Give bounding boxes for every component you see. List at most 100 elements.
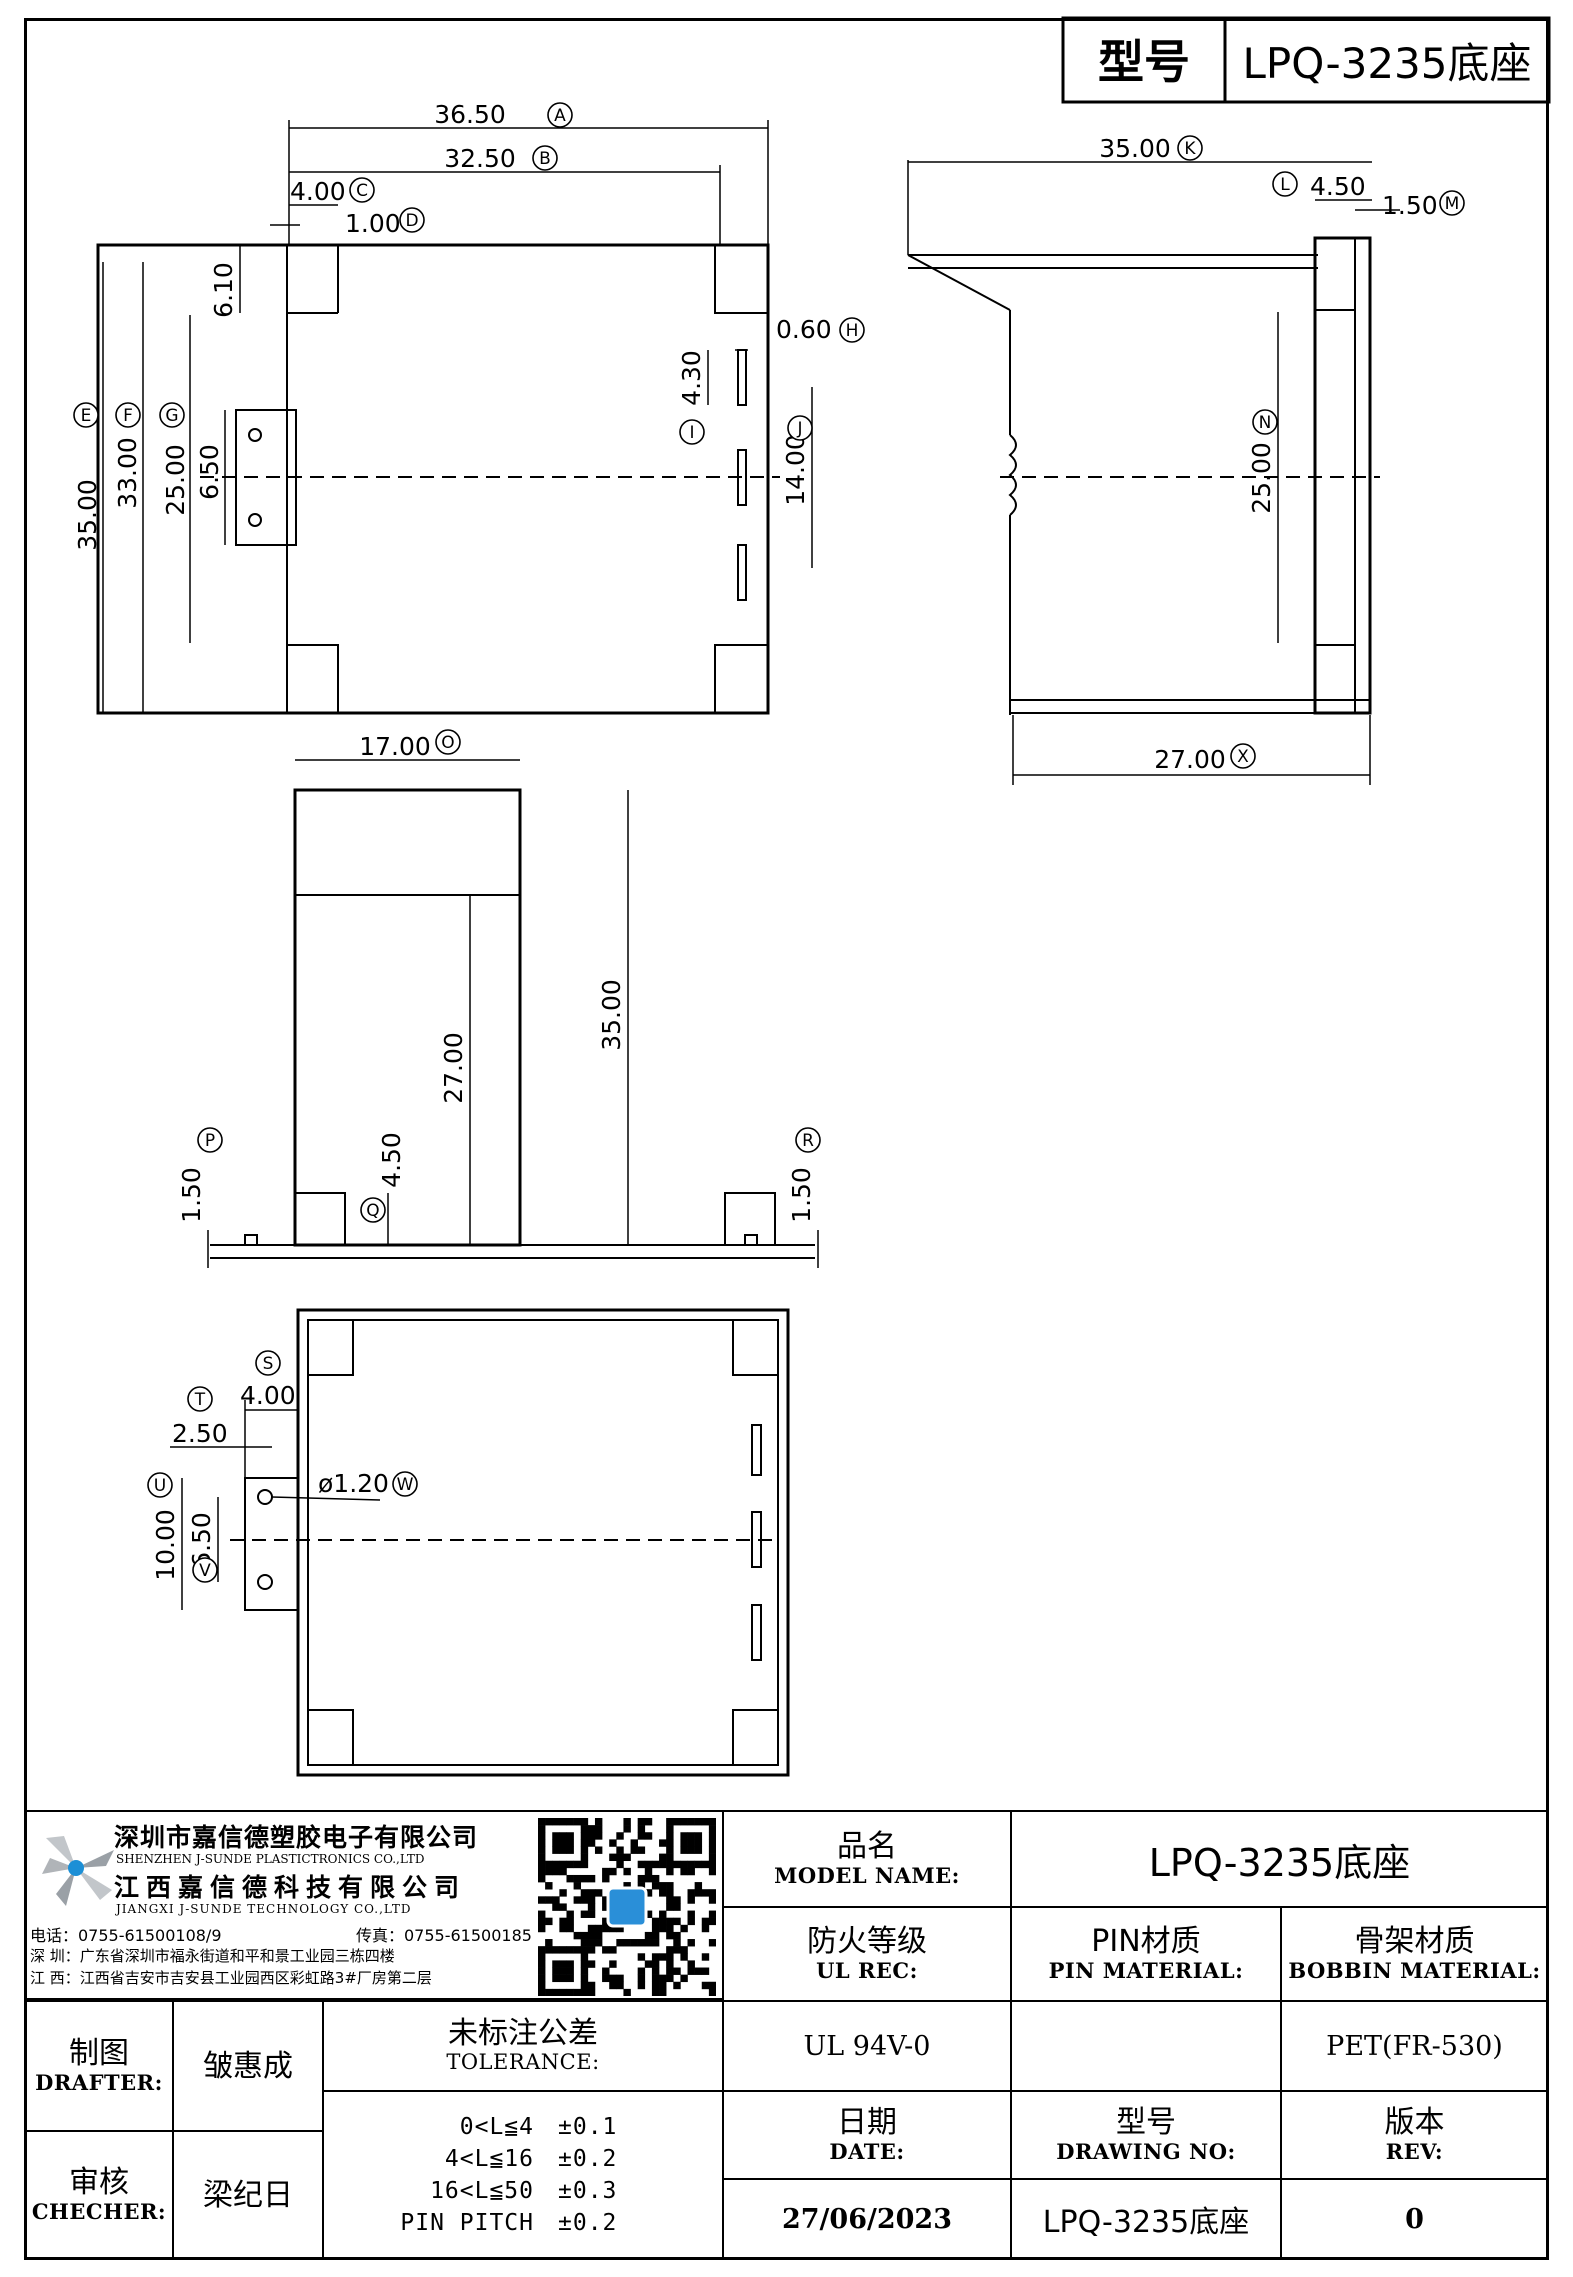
ref-circle-h	[839, 317, 865, 343]
dim-h27: 27.00	[439, 1032, 468, 1104]
tolerance-range: 4<L≦16	[444, 2146, 534, 2172]
ul-label-en: UL REC:	[816, 1957, 918, 1983]
company-name-en-1: SHENZHEN J-SUNDE PLASTICTRONICS CO.,LTD	[116, 1852, 425, 1866]
ref-letter-u: U	[154, 1476, 166, 1496]
tolerance-row: 16<L≦50±0.3	[354, 2178, 722, 2204]
ref-circle-f	[115, 402, 141, 428]
dim-X: 27.00	[1154, 745, 1226, 774]
checker-label-en: CHECHER:	[31, 2198, 167, 2224]
bobbin-label-cn: 骨架材质	[1354, 1923, 1475, 1959]
tolerance-value: ±0.2	[558, 2210, 618, 2236]
ref-letter-c: C	[356, 181, 368, 201]
header-model-label: 型号	[1098, 35, 1190, 89]
title-block: 深圳市嘉信德塑胶电子有限公司 SHENZHEN J-SUNDE PLASTICT…	[24, 1810, 1549, 2260]
ref-circle-a	[547, 102, 573, 128]
ref-letter-v: V	[199, 1561, 211, 1581]
drawing-label-cell: 型号 DRAWING NO:	[1010, 2090, 1282, 2180]
ref-circle-b	[532, 145, 558, 171]
ref-letter-o: O	[441, 733, 454, 753]
qr-code-icon	[538, 1818, 717, 1997]
ref-circle-p	[197, 1127, 223, 1153]
tolerance-value: ±0.1	[558, 2114, 618, 2140]
ref-letter-n: N	[1259, 413, 1272, 433]
company-address-jiangxi: 江 西：江西省吉安市吉安县工业园西区彩虹路3#厂房第二层	[30, 1969, 432, 1987]
dim-650: 6.50	[195, 444, 224, 500]
drafter-label-en: DRAFTER:	[35, 2069, 163, 2095]
dim-610: 6.10	[209, 262, 238, 318]
tolerance-range: 0<L≦4	[459, 2114, 534, 2140]
rev-label-en: REV:	[1385, 2138, 1444, 2164]
rev-value: 0	[1405, 2203, 1424, 2235]
header-model-box: 型号 LPQ-3235底座	[1061, 16, 1551, 104]
ref-letter-j: J	[796, 419, 802, 439]
ref-letter-i: I	[689, 423, 694, 443]
ref-circle-v	[192, 1557, 218, 1583]
tolerance-range: PIN PITCH	[400, 2210, 534, 2236]
bobbin-label-en: BOBBIN MATERIAL:	[1288, 1957, 1541, 1983]
drafter-label-cell: 制图 DRAFTER:	[24, 2000, 174, 2132]
ref-circle-n	[1252, 409, 1278, 435]
ref-circle-l	[1272, 171, 1298, 197]
dim-C: 4.00	[290, 177, 346, 206]
pin-label-en: PIN MATERIAL:	[1048, 1957, 1244, 1983]
ref-letter-w: W	[397, 1475, 414, 1495]
company-name-cn-2: 江西嘉信德科技有限公司	[114, 1873, 467, 1902]
dim-R: 1.50	[787, 1167, 816, 1223]
dim-B: 32.50	[444, 144, 516, 173]
company-logo-icon	[36, 1828, 116, 1908]
bottom-view: 4.00 2.50 ø1.20 10.00 6.50	[151, 1308, 790, 1777]
dim-S: 4.00	[240, 1381, 296, 1410]
ref-circle-t	[187, 1386, 213, 1412]
ref-circle-c	[349, 177, 375, 203]
ref-letter-m: M	[1445, 194, 1460, 214]
ref-letter-k: K	[1184, 139, 1196, 159]
date-value-cell: 27/06/2023	[722, 2178, 1012, 2260]
dim-U: 10.00	[151, 1509, 180, 1581]
dim-E: 35.00	[73, 479, 102, 551]
drawing-label-en: DRAWING NO:	[1056, 2138, 1236, 2164]
ref-letter-d: D	[405, 211, 418, 231]
dim-G: 25.00	[161, 444, 190, 516]
date-label-en: DATE:	[829, 2138, 905, 2164]
dim-N: 25.00	[1247, 442, 1276, 514]
ref-letter-g: G	[165, 406, 178, 426]
dim-F: 33.00	[113, 437, 142, 509]
ref-letter-e: E	[81, 406, 92, 426]
checker-name: 梁纪日	[203, 2177, 293, 2213]
rev-value-cell: 0	[1280, 2178, 1549, 2260]
ref-circle-s	[255, 1350, 281, 1376]
tolerance-row: 0<L≦4 ±0.1	[354, 2114, 722, 2140]
top-view: 36.50 32.50 4.00 1.00 35.00 33.00 25.00 …	[73, 100, 832, 715]
ul-label-cn: 防火等级	[807, 1923, 927, 1959]
ref-circle-w	[392, 1471, 418, 1497]
date-label-cell: 日期 DATE:	[722, 2090, 1012, 2180]
dim-J: 14.00	[781, 434, 810, 506]
dim-D: 1.00	[345, 209, 401, 238]
ref-letter-h: H	[846, 321, 859, 341]
ref-circle-i	[679, 419, 705, 445]
drafter-label-cn: 制图	[69, 2035, 129, 2071]
company-address-shenzhen: 深 圳：广东省深圳市福永街道和平和景工业园三栋四楼	[30, 1947, 395, 1965]
side-view: 35.00 4.50 1.50 25.00 27.00	[907, 134, 1438, 785]
drawing-value: LPQ-3235底座	[1042, 2205, 1250, 2240]
dim-H: 0.60	[776, 315, 832, 344]
dim-Q: 4.50	[377, 1132, 406, 1188]
ref-circle-o	[435, 729, 461, 755]
ref-letter-p: P	[205, 1131, 215, 1151]
model-name-label-en: MODEL NAME:	[774, 1862, 960, 1888]
bobbin-value: PET(FR-530)	[1326, 2030, 1503, 2062]
checker-label-cn: 审核	[69, 2164, 129, 2200]
rev-label-cn: 版本	[1384, 2104, 1445, 2140]
drawing-label-cn: 型号	[1116, 2104, 1176, 2140]
ref-circle-r	[795, 1127, 821, 1153]
front-view: 17.00 35.00 27.00 4.50 1.50 1.50	[177, 732, 819, 1268]
ul-value-cell: UL 94V-0	[722, 2000, 1012, 2092]
ul-label-cell: 防火等级 UL REC:	[722, 1906, 1012, 2002]
bobbin-label-cell: 骨架材质 BOBBIN MATERIAL:	[1280, 1906, 1549, 2002]
tolerance-label-cn: 未标注公差	[448, 2015, 598, 2051]
checker-label-cell: 审核 CHECHER:	[24, 2130, 174, 2260]
tolerance-row: PIN PITCH ±0.2	[354, 2210, 722, 2236]
dim-M: 1.50	[1382, 191, 1438, 220]
